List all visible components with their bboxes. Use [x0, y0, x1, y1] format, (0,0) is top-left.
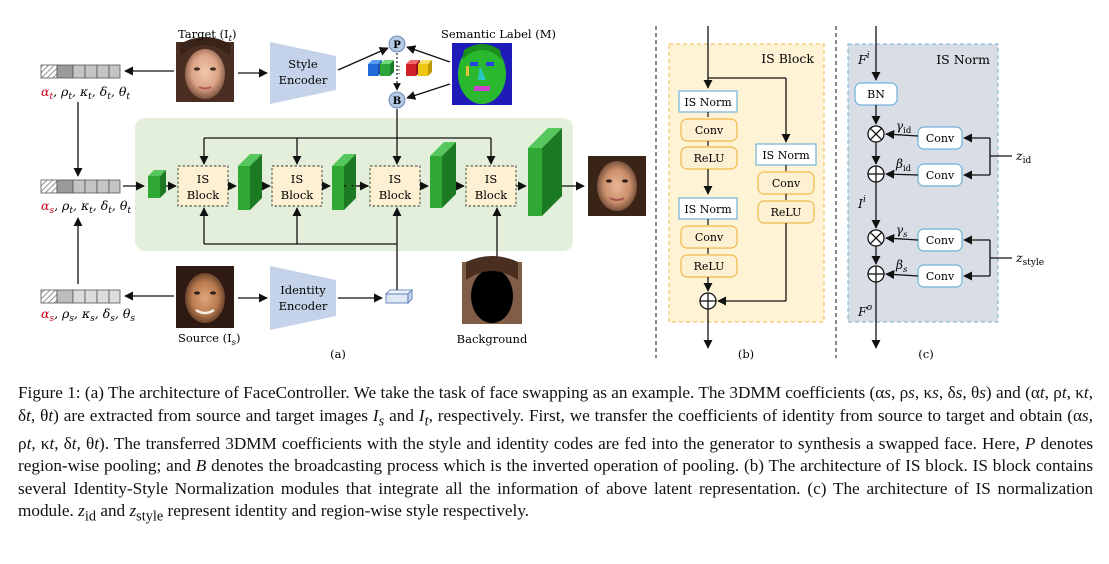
panel-b: IS Block IS Norm Conv ReLU IS Norm Conv … [668, 26, 825, 361]
figure-1: αt, ρt, κt, δt, θt αs, ρt, κt, δt, θt αs… [40, 26, 1044, 361]
gamma-s-label: γs [896, 223, 908, 240]
panel-c: IS Norm Fi BN Ii [847, 26, 1044, 361]
b-relu-1 [680, 146, 738, 170]
b-conv-2 [680, 225, 738, 249]
coef-bar-mixed [40, 179, 121, 194]
target-face-image [176, 37, 234, 102]
svg-text:Style: Style [288, 57, 318, 71]
figure-caption: Figure 1: (a) The architecture of FaceCo… [18, 383, 1094, 525]
background-label: Background [457, 332, 528, 346]
svg-text:ReLU: ReLU [694, 260, 725, 273]
svg-text:IS Norm: IS Norm [936, 52, 990, 67]
panel-c-label: (c) [918, 347, 933, 361]
panel-b-label: (b) [738, 347, 754, 361]
source-face-image [176, 266, 234, 328]
style-encoder [270, 42, 336, 104]
svg-text:IS Norm: IS Norm [684, 203, 732, 216]
pool-node [388, 35, 406, 53]
svg-text:Conv: Conv [772, 177, 801, 190]
gamma-id-label: γid [896, 119, 912, 136]
b-sum-icon [699, 292, 717, 310]
b-conv-1 [680, 118, 738, 142]
is-block-3: IS Block [369, 165, 421, 207]
beta-id-label: βid [895, 157, 912, 174]
z-style-label: zstyle [1015, 250, 1044, 268]
style-vectors: ⋮ [368, 60, 432, 76]
svg-text:IS: IS [389, 172, 402, 186]
f-out-label: Fo [857, 303, 873, 319]
f-in-label: Fi [857, 51, 870, 67]
svg-text:BN: BN [867, 88, 885, 101]
svg-text:IS: IS [485, 172, 498, 186]
svg-text:ReLU: ReLU [694, 152, 725, 165]
is-block-4: IS Block [465, 165, 517, 207]
svg-text:Conv: Conv [695, 124, 724, 137]
is-block-1: IS Block [177, 165, 229, 207]
b-relu-2 [680, 254, 738, 278]
svg-text:IS: IS [291, 172, 304, 186]
svg-text:Block: Block [281, 188, 314, 202]
source-label: Source (Is) [178, 331, 241, 348]
coef-label-source: αs, ρs, κs, δs, θs [41, 306, 135, 324]
coef-bar-target [40, 64, 121, 79]
svg-text:⋮: ⋮ [394, 65, 404, 76]
coef-label-target: αt, ρt, κt, δt, θt [41, 84, 130, 102]
broadcast-node [388, 91, 406, 109]
i-mid-label: Ii [857, 195, 866, 211]
c-multiply-icon-1 [867, 125, 885, 143]
output-face-image [588, 156, 646, 216]
c-add-icon-2 [867, 265, 885, 283]
identity-code [385, 289, 413, 304]
svg-text:IS Block: IS Block [761, 51, 814, 66]
panel-a: αt, ρt, κt, δt, θt αs, ρt, κt, δt, θt αs… [40, 27, 646, 361]
svg-text:Conv: Conv [926, 270, 955, 283]
svg-text:Conv: Conv [926, 132, 955, 145]
coef-bar-source [40, 289, 121, 304]
svg-text:IS Norm: IS Norm [684, 96, 732, 109]
svg-text:Identity: Identity [280, 283, 326, 297]
svg-text:Conv: Conv [695, 231, 724, 244]
svg-text:Block: Block [379, 188, 412, 202]
svg-text:Encoder: Encoder [279, 73, 328, 87]
svg-text:Block: Block [187, 188, 220, 202]
beta-s-label: βs [895, 258, 908, 275]
coef-label-mixed: αs, ρt, κt, δt, θt [41, 198, 131, 216]
semantic-label-image [452, 43, 512, 105]
svg-text:IS: IS [197, 172, 210, 186]
svg-text:Conv: Conv [926, 234, 955, 247]
target-label: Target (It) [178, 27, 237, 44]
panel-a-label: (a) [330, 347, 346, 361]
svg-text:B: B [393, 96, 401, 107]
feature-maps [148, 128, 562, 216]
svg-text:Block: Block [475, 188, 508, 202]
background-image [462, 256, 522, 324]
svg-text:P: P [393, 40, 401, 51]
c-conv-gamma-id [917, 126, 963, 150]
c-add-icon-1 [867, 165, 885, 183]
is-block-2: IS Block [271, 165, 323, 207]
svg-text:Encoder: Encoder [279, 299, 328, 313]
svg-text:ReLU: ReLU [771, 206, 802, 219]
c-multiply-icon-2 [867, 229, 885, 247]
z-id-label: zid [1015, 148, 1031, 166]
svg-text:Conv: Conv [926, 169, 955, 182]
semantic-label-caption: Semantic Label (M) [441, 27, 556, 41]
identity-encoder [270, 266, 336, 330]
svg-text:IS Norm: IS Norm [762, 149, 810, 162]
